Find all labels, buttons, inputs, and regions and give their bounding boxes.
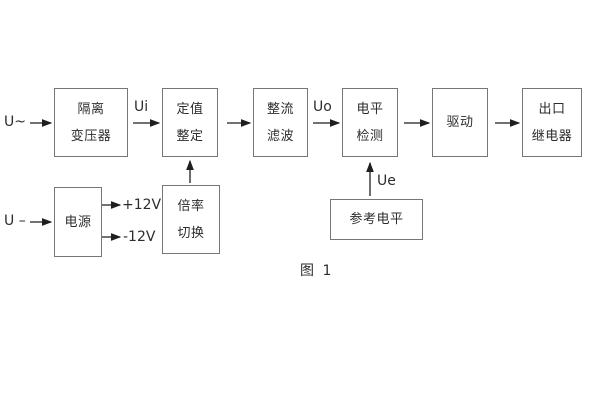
block-level-detection-line2: 检测	[356, 128, 384, 144]
block-isolation-transformer: 隔离 变压器	[54, 88, 128, 157]
block-value-setting-line1: 定值	[176, 101, 204, 117]
block-value-setting: 定值 整定	[162, 88, 218, 157]
label-input-ac: U~	[4, 114, 26, 130]
block-reference-level-label: 参考电平	[349, 212, 404, 227]
block-value-setting-line2: 整定	[176, 128, 204, 144]
label-ui: Ui	[134, 99, 149, 115]
block-output-relay-line2: 继电器	[531, 128, 573, 144]
label-input-dc: U –	[4, 213, 26, 229]
block-rectifier-filter-line1: 整流	[266, 101, 294, 117]
label-ue: Ue	[377, 173, 396, 189]
label-uo: Uo	[313, 99, 332, 115]
block-ratio-switch-line2: 切换	[177, 225, 205, 241]
block-isolation-transformer-line2: 变压器	[70, 128, 112, 144]
block-output-relay-line1: 出口	[538, 101, 566, 117]
block-output-relay: 出口 继电器	[522, 88, 582, 157]
block-level-detection-line1: 电平	[356, 101, 384, 117]
label-plus-12v: +12V	[122, 197, 162, 213]
block-power-supply-label: 电源	[64, 214, 92, 230]
block-reference-level: 参考电平	[330, 199, 423, 240]
block-power-supply: 电源	[54, 187, 102, 257]
block-drive: 驱动	[432, 88, 488, 157]
block-ratio-switch: 倍率 切换	[162, 185, 220, 254]
label-minus-12v: -12V	[123, 229, 156, 245]
block-level-detection: 电平 检测	[342, 88, 398, 157]
figure-caption: 图 1	[300, 263, 334, 279]
block-ratio-switch-line1: 倍率	[177, 198, 205, 214]
block-rectifier-filter-line2: 滤波	[266, 128, 294, 144]
block-drive-label: 驱动	[446, 115, 474, 130]
block-rectifier-filter: 整流 滤波	[253, 88, 308, 157]
block-isolation-transformer-line1: 隔离	[77, 101, 105, 117]
